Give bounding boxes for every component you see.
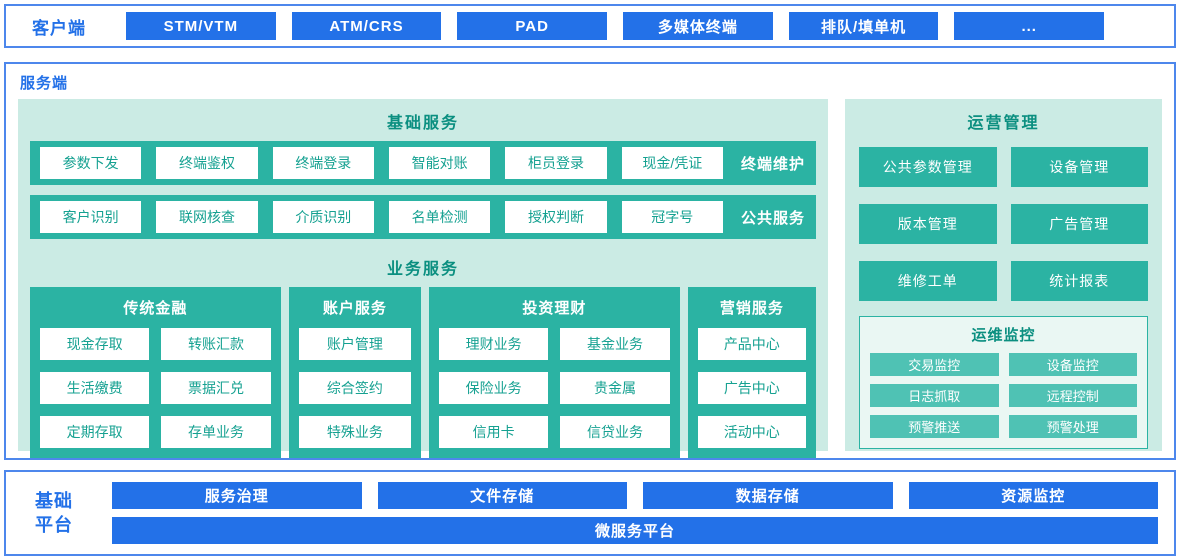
service-item: 介质识别 xyxy=(272,201,374,233)
operations-grid: 公共参数管理 设备管理 版本管理 广告管理 维修工单 统计报表 xyxy=(859,147,1148,301)
business-services-title: 业务服务 xyxy=(386,261,459,278)
public-services-row: 客户识别 联网核查 介质识别 名单检测 授权判断 冠字号 公共服务 xyxy=(30,195,816,239)
terminal-maintenance-row: 参数下发 终端鉴权 终端登录 智能对账 柜员登录 现金/凭证 终端维护 xyxy=(30,141,816,185)
business-item: 综合签约 xyxy=(298,372,411,404)
monitoring-item: 日志抓取 xyxy=(870,384,999,407)
client-label: 客户端 xyxy=(32,18,86,38)
client-item-atm-crs: ATM/CRS xyxy=(291,12,442,40)
row-label-public-services: 公共服务 xyxy=(740,209,805,227)
client-item-pad: PAD xyxy=(457,12,608,40)
monitoring-item: 预警推送 xyxy=(870,415,999,438)
platform-item-resource-monitoring: 资源监控 xyxy=(908,482,1158,509)
business-item: 理财业务 xyxy=(439,328,549,360)
service-item: 智能对账 xyxy=(388,147,491,179)
services-panel: 基础服务 参数下发 终端鉴权 终端登录 智能对账 柜员登录 现金/凭证 终端维护… xyxy=(18,99,828,458)
platform-row: 服务治理 文件存储 数据存储 资源监控 xyxy=(112,482,1158,509)
microservice-platform-bar: 微服务平台 xyxy=(112,517,1158,544)
monitoring-item: 交易监控 xyxy=(870,353,999,376)
basic-services-title: 基础服务 xyxy=(386,115,459,132)
business-item: 存单业务 xyxy=(161,416,271,448)
business-groups: 传统金融 现金存取 转账汇款 生活缴费 票据汇兑 定期存取 存单业务 账户服务 … xyxy=(30,287,816,458)
client-section: 客户端 STM/VTM ATM/CRS PAD 多媒体终端 排队/填单机 ... xyxy=(4,4,1176,48)
platform-item-service-governance: 服务治理 xyxy=(112,482,362,509)
platform-item-file-storage: 文件存储 xyxy=(377,482,627,509)
operation-item: 统计报表 xyxy=(1010,261,1148,301)
monitoring-box: 运维监控 交易监控 设备监控 日志抓取 远程控制 预警推送 预警处理 xyxy=(859,316,1148,449)
platform-section: 基础平台 服务治理 文件存储 数据存储 资源监控 微服务平台 xyxy=(4,470,1176,556)
client-item-stm-vtm: STM/VTM xyxy=(126,12,276,40)
monitoring-item: 预警处理 xyxy=(1008,415,1137,438)
business-item: 账户管理 xyxy=(298,328,411,360)
operation-item: 公共参数管理 xyxy=(859,147,997,187)
service-item: 终端登录 xyxy=(272,147,374,179)
server-content: 基础服务 参数下发 终端鉴权 终端登录 智能对账 柜员登录 现金/凭证 终端维护… xyxy=(18,99,1162,458)
business-group-marketing: 营销服务 产品中心 广告中心 活动中心 xyxy=(687,287,816,458)
service-item: 终端鉴权 xyxy=(156,147,258,179)
group-title: 账户服务 xyxy=(322,300,387,317)
platform-content: 服务治理 文件存储 数据存储 资源监控 微服务平台 xyxy=(112,482,1158,544)
business-item: 信贷业务 xyxy=(560,416,670,448)
business-group-account-services: 账户服务 账户管理 综合签约 特殊业务 xyxy=(288,287,421,458)
business-item: 贵金属 xyxy=(560,372,670,404)
operation-item: 广告管理 xyxy=(1010,204,1148,244)
monitoring-item: 设备监控 xyxy=(1008,353,1137,376)
operation-item: 维修工单 xyxy=(859,261,997,301)
business-item: 信用卡 xyxy=(439,416,549,448)
business-item: 广告中心 xyxy=(697,372,806,404)
service-item: 参数下发 xyxy=(40,147,142,179)
platform-item-data-storage: 数据存储 xyxy=(643,482,893,509)
business-item: 保险业务 xyxy=(439,372,549,404)
service-item: 名单检测 xyxy=(388,201,491,233)
service-item: 联网核查 xyxy=(156,201,258,233)
business-item: 转账汇款 xyxy=(161,328,271,360)
group-title: 传统金融 xyxy=(123,300,188,317)
client-item-multimedia-terminal: 多媒体终端 xyxy=(623,12,773,40)
service-item: 现金/凭证 xyxy=(621,147,723,179)
operations-panel: 运营管理 公共参数管理 设备管理 版本管理 广告管理 维修工单 统计报表 运维监… xyxy=(845,99,1162,451)
service-item: 授权判断 xyxy=(505,201,607,233)
business-item: 特殊业务 xyxy=(298,416,411,448)
service-item: 客户识别 xyxy=(40,201,142,233)
operation-item: 版本管理 xyxy=(859,204,997,244)
business-item: 活动中心 xyxy=(697,416,806,448)
monitoring-grid: 交易监控 设备监控 日志抓取 远程控制 预警推送 预警处理 xyxy=(870,353,1137,438)
business-item: 产品中心 xyxy=(697,328,806,360)
server-label: 服务端 xyxy=(20,75,69,92)
business-group-traditional-finance: 传统金融 现金存取 转账汇款 生活缴费 票据汇兑 定期存取 存单业务 xyxy=(30,287,281,458)
monitoring-item: 远程控制 xyxy=(1008,384,1137,407)
business-group-investment: 投资理财 理财业务 基金业务 保险业务 贵金属 信用卡 信贷业务 xyxy=(429,287,680,458)
monitoring-title: 运维监控 xyxy=(971,327,1036,344)
operation-item: 设备管理 xyxy=(1010,147,1148,187)
client-item-queue-machine: 排队/填单机 xyxy=(788,12,939,40)
client-item-more: ... xyxy=(954,12,1105,40)
platform-label: 基础平台 xyxy=(35,490,73,535)
business-item: 基金业务 xyxy=(560,328,670,360)
service-item: 柜员登录 xyxy=(505,147,607,179)
business-item: 现金存取 xyxy=(40,328,150,360)
group-title: 营销服务 xyxy=(719,300,784,317)
service-item: 冠字号 xyxy=(621,201,723,233)
business-item: 票据汇兑 xyxy=(161,372,271,404)
server-section: 服务端 基础服务 参数下发 终端鉴权 终端登录 智能对账 柜员登录 现金/凭证 … xyxy=(4,62,1176,460)
row-label-terminal-maintenance: 终端维护 xyxy=(740,155,805,173)
group-title: 投资理财 xyxy=(522,300,587,317)
business-item: 生活缴费 xyxy=(40,372,150,404)
operations-title: 运营管理 xyxy=(967,115,1040,132)
business-item: 定期存取 xyxy=(40,416,150,448)
